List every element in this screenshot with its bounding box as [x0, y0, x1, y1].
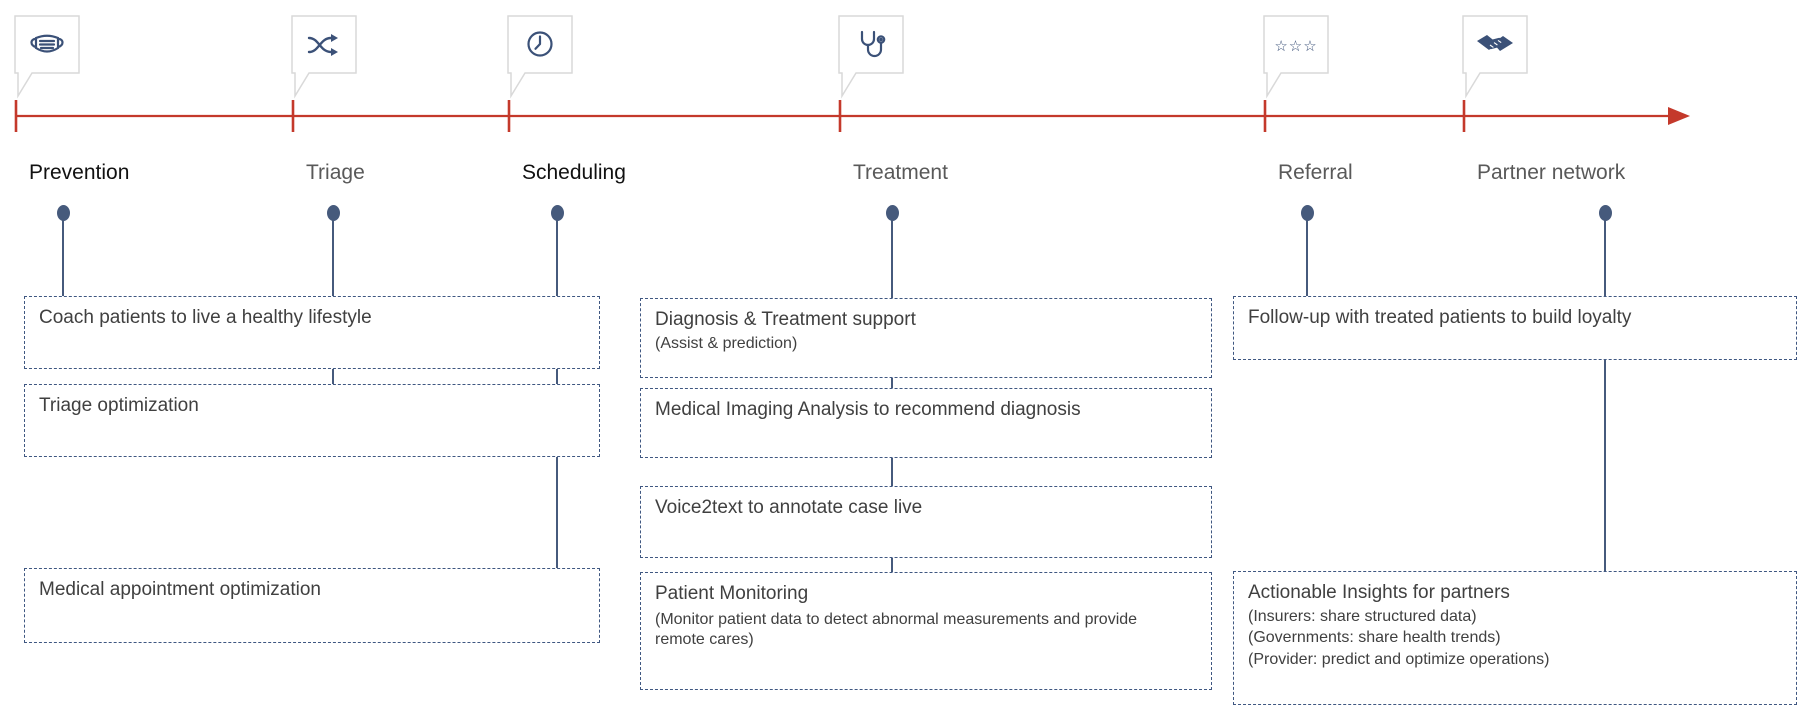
- feature-title: Voice2text to annotate case live: [655, 497, 923, 518]
- feature-title: Triage optimization: [39, 395, 199, 416]
- feature-subtitle: (Assist & prediction): [655, 334, 798, 352]
- connector-line-referral: [1306, 213, 1308, 296]
- connector-line-prevention: [62, 213, 64, 296]
- feature-box-voice2text: Voice2text to annotate case live: [640, 486, 1212, 558]
- arrowhead-icon: [1668, 107, 1690, 125]
- feature-box-actionable-insights: Actionable Insights for partners (Insure…: [1233, 571, 1797, 705]
- shuffle-icon: [307, 34, 338, 56]
- stage-callout-partner-network: [1462, 15, 1542, 99]
- stage-label-partner-network: Partner network: [1477, 161, 1626, 184]
- feature-title: Diagnosis & Treatment support: [655, 309, 916, 330]
- feature-title: Medical appointment optimization: [39, 579, 321, 600]
- stage-callout-prevention: [14, 15, 94, 99]
- stars-icon: ☆☆☆: [1274, 38, 1317, 55]
- feature-title: Coach patients to live a healthy lifesty…: [39, 307, 372, 328]
- feature-title: Follow-up with treated patients to build…: [1248, 307, 1632, 328]
- stage-callout-triage: [291, 15, 371, 99]
- stage-label-scheduling: Scheduling: [522, 161, 626, 184]
- timeline-arrow: [14, 100, 1690, 132]
- feature-subtitle: (Monitor patient data to detect abnormal…: [655, 610, 1138, 649]
- stage-label-triage: Triage: [306, 161, 365, 184]
- stage-callout-referral: ☆☆☆: [1263, 15, 1343, 99]
- feature-subtitle: (Provider: predict and optimize operatio…: [1248, 651, 1550, 669]
- stage-label-referral: Referral: [1278, 161, 1353, 184]
- feature-box-followup: Follow-up with treated patients to build…: [1233, 296, 1797, 360]
- feature-title: Actionable Insights for partners: [1248, 582, 1510, 603]
- face-mask-icon: [30, 34, 64, 53]
- feature-box-medical-imaging: Medical Imaging Analysis to recommend di…: [640, 388, 1212, 458]
- clock-icon: [527, 31, 553, 57]
- feature-title: Patient Monitoring: [655, 583, 809, 604]
- stage-label-prevention: Prevention: [29, 161, 130, 184]
- stage-callout-scheduling: [507, 15, 587, 99]
- stage-label-treatment: Treatment: [853, 161, 948, 184]
- handshake-icon: [1477, 35, 1513, 51]
- feature-box-appointment-optimization: Medical appointment optimization: [24, 568, 600, 643]
- feature-box-patient-monitoring: Patient Monitoring (Monitor patient data…: [640, 572, 1212, 690]
- connector-line-partner-network: [1604, 213, 1606, 571]
- stethoscope-icon: [860, 30, 886, 58]
- feature-box-coach: Coach patients to live a healthy lifesty…: [24, 296, 600, 369]
- feature-subtitle: (Insurers: share structured data): [1248, 607, 1477, 625]
- feature-box-triage-optimization: Triage optimization: [24, 384, 600, 457]
- feature-title: Medical Imaging Analysis to recommend di…: [655, 399, 1081, 420]
- feature-subtitle: (Governments: share health trends): [1248, 629, 1501, 647]
- stage-callout-treatment: [838, 15, 918, 99]
- feature-box-diagnosis-support: Diagnosis & Treatment support (Assist & …: [640, 298, 1212, 378]
